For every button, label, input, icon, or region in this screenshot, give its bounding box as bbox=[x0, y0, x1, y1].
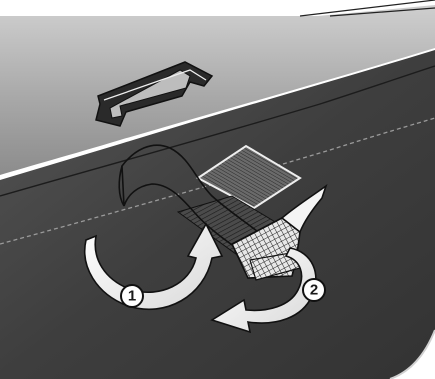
step-1-marker: 1 bbox=[121, 285, 143, 307]
step-2-label: 2 bbox=[310, 282, 318, 299]
step-2-marker: 2 bbox=[303, 279, 325, 301]
step-1-label: 1 bbox=[128, 288, 136, 305]
